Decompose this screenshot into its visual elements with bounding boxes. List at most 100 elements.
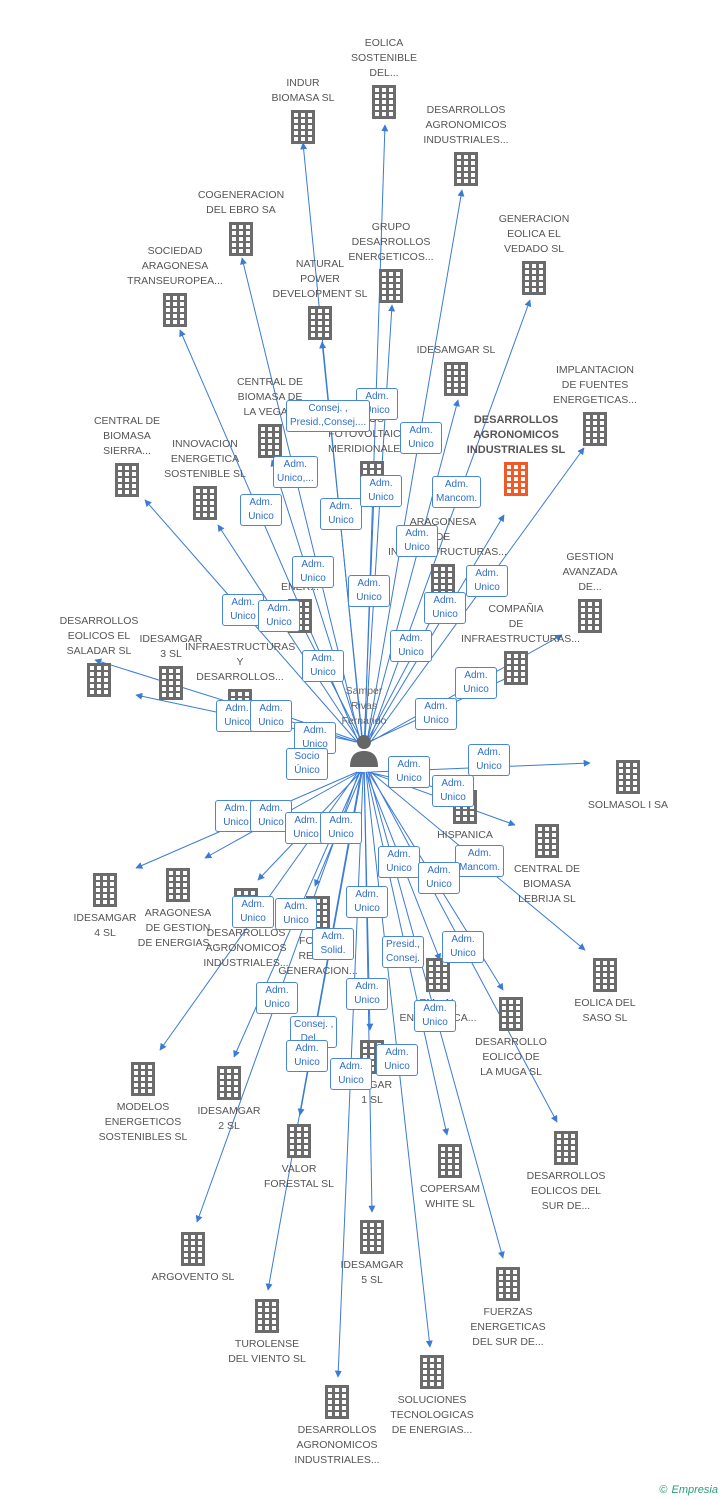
company-node-desarrollos-agro-3[interactable]: DESARROLLOS AGRONOMICOS INDUSTRIALES... <box>282 1385 392 1468</box>
role-label[interactable]: Adm. Unico <box>415 698 457 730</box>
company-label: ARGOVENTO SL <box>151 1271 235 1283</box>
role-label[interactable]: Adm. Solid. <box>312 928 354 960</box>
role-label[interactable]: Adm. Unico <box>348 575 390 607</box>
role-label[interactable]: Adm. Unico <box>400 422 442 454</box>
building-icon <box>496 1267 520 1301</box>
company-node-idesamgar-2[interactable]: IDESAMGAR 2 SL <box>174 1066 284 1134</box>
role-label[interactable]: Adm. Unico <box>360 475 402 507</box>
role-label[interactable]: Adm. Unico <box>346 978 388 1010</box>
role-label[interactable]: Adm. Mancom. <box>455 845 505 877</box>
role-label[interactable]: Adm. Unico <box>432 775 474 807</box>
role-label[interactable]: Adm. Unico <box>414 1000 456 1032</box>
role-label[interactable]: Adm. Unico <box>222 594 264 626</box>
person-node[interactable]: Samper Rivas Fernando <box>324 684 404 767</box>
company-node-idesamgar-4[interactable]: IDESAMGAR 4 SL <box>50 873 160 941</box>
company-node-implantacion[interactable]: IMPLANTACION DE FUENTES ENERGETICAS... <box>540 363 650 446</box>
role-label[interactable]: Adm. Unico <box>258 600 300 632</box>
role-label[interactable]: Adm. Unico <box>320 812 362 844</box>
role-label[interactable]: Adm. Unico <box>320 498 362 530</box>
company-node-fuerzas[interactable]: FUERZAS ENERGETICAS DEL SUR DE... <box>453 1267 563 1350</box>
company-label: GRUPO DESARROLLOS ENERGETICOS... <box>348 221 434 263</box>
company-node-grupo-desarrollos[interactable]: GRUPO DESARROLLOS ENERGETICOS... <box>336 220 446 303</box>
role-label[interactable]: Adm. Unico <box>442 931 484 963</box>
company-node-central-lebrija[interactable]: CENTRAL DE BIOMASA LEBRIJA SL <box>492 824 602 907</box>
building-icon <box>258 424 282 458</box>
footer-brand[interactable]: ©Empresia <box>659 1484 718 1496</box>
building-icon <box>535 824 559 858</box>
company-label: DESARROLLOS EOLICOS DEL SUR DE... <box>526 1170 606 1212</box>
company-node-desarrollos-sur[interactable]: DESARROLLOS EOLICOS DEL SUR DE... <box>511 1131 621 1214</box>
building-icon <box>193 486 217 520</box>
role-label[interactable]: Adm. Unico <box>418 862 460 894</box>
company-node-desarrollo-muga[interactable]: DESARROLLO EOLICO DE LA MUGA SL <box>456 997 566 1080</box>
role-label[interactable]: Adm. Unico <box>256 982 298 1014</box>
role-label[interactable]: Adm. Unico <box>424 592 466 624</box>
role-label[interactable]: Adm. Unico <box>302 650 344 682</box>
building-icon <box>379 269 403 303</box>
company-node-idesamgar-sl[interactable]: IDESAMGAR SL <box>401 343 511 396</box>
company-node-cogeneracion-ebro[interactable]: COGENERACION DEL EBRO SA <box>186 188 296 256</box>
company-node-solmasol[interactable]: SOLMASOL I SA <box>573 760 683 813</box>
role-label[interactable]: Adm. Unico <box>240 494 282 526</box>
company-node-soluciones[interactable]: SOLUCIONES TECNOLOGICAS DE ENERGIAS... <box>377 1355 487 1438</box>
company-node-eolica-saso[interactable]: EOLICA DEL SASO SL <box>550 958 660 1026</box>
role-label[interactable]: Adm. Unico <box>292 556 334 588</box>
building-icon <box>325 1385 349 1419</box>
role-label[interactable]: Presid., Consej. <box>382 936 424 968</box>
company-node-compania-infra[interactable]: COMPAÑIA DE INFRAESTRUCTURAS... <box>461 602 581 685</box>
building-icon <box>504 462 528 496</box>
role-label[interactable]: Adm. Unico <box>250 700 292 732</box>
role-label[interactable]: Socio Único <box>286 748 328 780</box>
building-icon <box>578 599 602 633</box>
company-node-copersam[interactable]: COPERSAM WHITE SL <box>395 1144 505 1212</box>
company-node-aragonesa-gestion[interactable]: ARAGONESA DE GESTION DE ENERGIAS... <box>123 868 233 951</box>
company-node-turolense[interactable]: TUROLENSE DEL VIENTO SL <box>212 1299 322 1367</box>
role-label[interactable]: Adm. Unico <box>396 525 438 557</box>
company-label: NATURAL POWER DEVELOPMENT SL <box>272 258 368 300</box>
role-label[interactable]: Adm. Unico <box>286 1040 328 1072</box>
person-icon <box>350 735 378 767</box>
role-label[interactable]: Adm. Unico <box>455 667 497 699</box>
building-icon <box>593 958 617 992</box>
company-node-generacion-vedado[interactable]: GENERACION EOLICA EL VEDADO SL <box>479 212 589 295</box>
building-icon <box>522 261 546 295</box>
role-label[interactable]: Consej. , Presid.,Consej.... <box>286 400 371 432</box>
role-label[interactable]: Adm. Unico <box>378 846 420 878</box>
role-label[interactable]: Adm. Unico <box>376 1044 418 1076</box>
company-node-highlight[interactable]: DESARROLLOS AGRONOMICOS INDUSTRIALES SL <box>461 413 571 496</box>
edge-fotovoltaicos <box>363 493 378 743</box>
company-node-argovento[interactable]: ARGOVENTO SL <box>138 1232 248 1285</box>
company-node-eolica-sostenible[interactable]: EOLICA SOSTENIBLE DEL... <box>329 36 439 119</box>
company-node-innovacion[interactable]: INNOVACION ENERGETICA SOSTENIBLE SL <box>150 437 260 520</box>
company-label: EOLICA DEL SASO SL <box>574 997 636 1024</box>
role-label[interactable]: Adm. Unico <box>346 886 388 918</box>
role-label[interactable]: Adm. Unico <box>330 1058 372 1090</box>
company-node-idesamgar-3[interactable]: IDESAMGAR 3 SL <box>116 632 226 700</box>
company-node-idesamgar-5[interactable]: IDESAMGAR 5 SL <box>317 1220 427 1288</box>
person-name: Samper Rivas Fernando <box>341 685 387 727</box>
company-label: GENERACION EOLICA EL VEDADO SL <box>498 213 570 255</box>
role-label[interactable]: Adm. Unico <box>232 896 274 928</box>
role-label[interactable]: Adm. Unico <box>275 898 317 930</box>
company-node-modelos[interactable]: MODELOS ENERGETICOS SOSTENIBLES SL <box>88 1062 198 1145</box>
company-node-natural-power[interactable]: NATURAL POWER DEVELOPMENT SL <box>265 257 375 340</box>
company-label: CENTRAL DE BIOMASA LEBRIJA SL <box>513 863 581 905</box>
role-label[interactable]: Adm. Unico,... <box>273 456 318 488</box>
building-icon <box>181 1232 205 1266</box>
role-label[interactable]: Adm. Unico <box>466 565 508 597</box>
company-node-central-sierra[interactable]: CENTRAL DE BIOMASA SIERRA... <box>72 414 182 497</box>
role-label[interactable]: Adm. Unico <box>388 756 430 788</box>
company-node-desarrollos-agro-1[interactable]: DESARROLLOS AGRONOMICOS INDUSTRIALES... <box>411 103 521 186</box>
company-label: GESTION AVANZADA DE... <box>562 551 618 593</box>
role-label[interactable]: Adm. Unico <box>390 630 432 662</box>
company-node-sociedad-aragonesa[interactable]: SOCIEDAD ARAGONESA TRANSEUROPEA... <box>120 244 230 327</box>
building-icon <box>291 110 315 144</box>
role-label[interactable]: Adm. Unico <box>468 744 510 776</box>
company-node-desarrollos-saladar[interactable]: DESARROLLOS EOLICOS EL SALADAR SL <box>44 614 154 697</box>
company-node-valor-forestal[interactable]: VALOR FORESTAL SL <box>244 1124 354 1192</box>
company-label: COMPAÑIA DE INFRAESTRUCTURAS... <box>461 603 581 645</box>
building-icon <box>217 1066 241 1100</box>
company-node-indur-biomasa[interactable]: INDUR BIOMASA SL <box>248 76 358 144</box>
role-label[interactable]: Adm. Mancom. <box>432 476 482 508</box>
company-node-gestion-avanzada[interactable]: GESTION AVANZADA DE... <box>535 550 645 633</box>
